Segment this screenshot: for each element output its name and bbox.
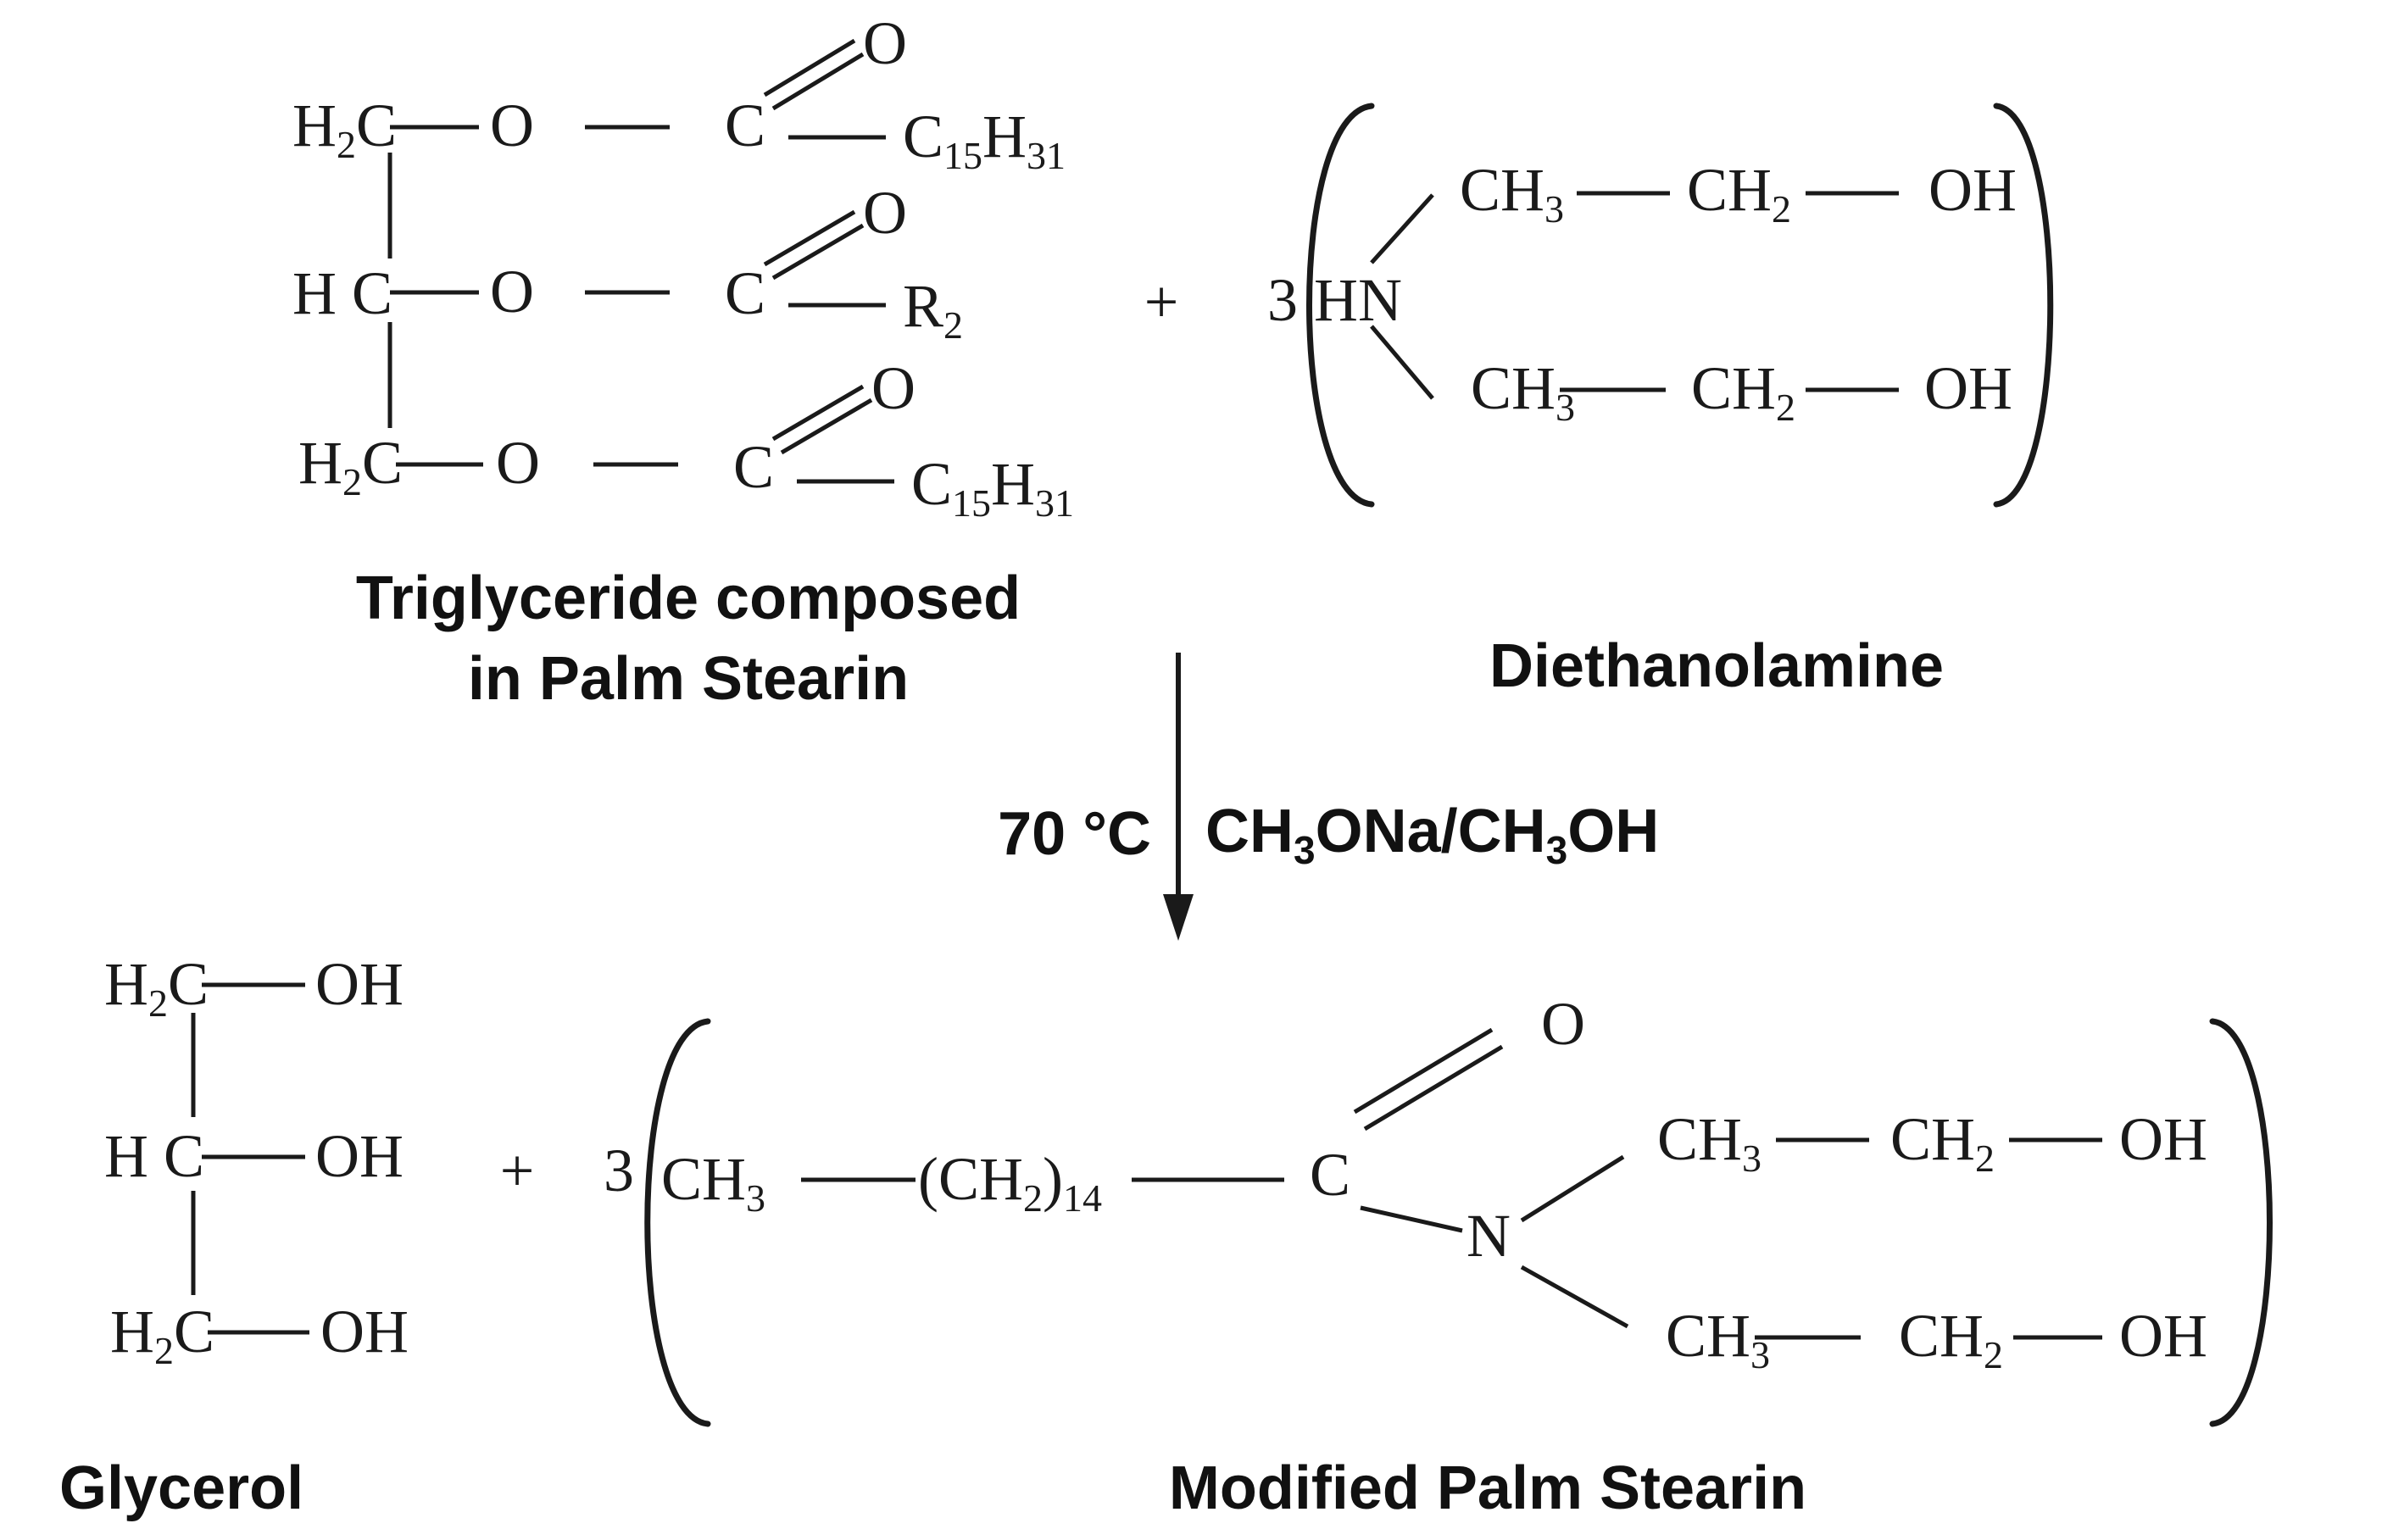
triglyceride-label-line2: in Palm Stearin	[468, 645, 909, 713]
tg-row3-oxygen: O	[496, 429, 540, 497]
tg-row2-chain: R2	[903, 272, 963, 347]
tg-row3-chain: C15H31	[911, 450, 1074, 525]
mps-top-oh: OH	[2119, 1105, 2207, 1173]
gly-row2-oh: OH	[315, 1122, 403, 1190]
dea-left-bracket	[1306, 103, 1375, 508]
dea-bottom-ch2: CH2	[1691, 354, 1795, 429]
tg-row1-carbonyl-o: O	[863, 9, 907, 77]
reaction-temperature: 70 °C	[998, 800, 1151, 868]
tg-row3-carbonyl-c: C	[733, 433, 774, 501]
dea-coefficient: 3	[1267, 266, 1298, 334]
triglyceride-structure: H2C O C O C15H31 H C O C O R2 H2C O C O …	[292, 9, 1074, 525]
dea-top-ch2: CH2	[1687, 156, 1791, 231]
reaction-reagent: CH3ONa/CH3OH	[1205, 798, 1659, 872]
mps-right-bracket	[2209, 1018, 2273, 1427]
tg-row1-carbon: H2C	[292, 92, 397, 166]
gly-row1-carbon: H2C	[104, 950, 209, 1025]
gly-row2-carbon: H C	[104, 1122, 204, 1190]
dea-top-ch3: CH3	[1460, 156, 1564, 231]
mps-top-ch3: CH3	[1657, 1105, 1761, 1180]
gly-row1-oh: OH	[315, 950, 403, 1018]
gly-row3-oh: OH	[320, 1298, 409, 1365]
mps-coefficient: 3	[604, 1137, 634, 1204]
mps-nitrogen: N	[1466, 1202, 1511, 1270]
dea-right-bracket	[1993, 103, 2054, 508]
mps-carbonyl-o: O	[1541, 990, 1585, 1058]
plus-sign-bottom: +	[500, 1137, 535, 1204]
tg-row2-oxygen: O	[490, 258, 534, 325]
mps-bottom-oh: OH	[2119, 1302, 2207, 1370]
diethanolamine-label: Diethanolamine	[1489, 632, 1944, 700]
diethanolamine-structure: 3 HN CH3 CH2 OH CH3 CH2 OH	[1267, 103, 2054, 508]
mps-chain: (CH2)14	[918, 1145, 1102, 1220]
mps-carbonyl-c: C	[1310, 1141, 1350, 1209]
tg-row2-carbonyl-o: O	[863, 179, 907, 247]
glycerol-structure: H2C OH H C OH H2C OH	[104, 950, 409, 1372]
mps-bottom-ch2: CH2	[1899, 1302, 2003, 1376]
tg-row2-carbon: H C	[292, 259, 392, 327]
dea-top-oh: OH	[1928, 156, 2017, 224]
gly-row3-carbon: H2C	[110, 1298, 214, 1372]
dea-amine: HN	[1314, 266, 1402, 334]
tg-row2-carbonyl-c: C	[725, 259, 765, 327]
mps-bottom-ch3: CH3	[1666, 1302, 1770, 1376]
tg-row1-chain: C15H31	[903, 103, 1066, 177]
tg-row3-carbon: H2C	[298, 429, 403, 503]
mps-ch3: CH3	[661, 1145, 765, 1220]
dea-bottom-oh: OH	[1924, 354, 2012, 422]
tg-row3-carbonyl-o: O	[871, 354, 916, 422]
plus-sign-top: +	[1144, 268, 1179, 336]
tg-row1-oxygen: O	[490, 92, 534, 159]
mps-left-bracket	[644, 1018, 711, 1427]
triglyceride-label-line1: Triglyceride composed	[356, 564, 1021, 632]
reaction-arrow	[1163, 653, 1194, 941]
tg-row1-carbonyl-c: C	[725, 92, 765, 159]
modified-palm-stearin-label: Modified Palm Stearin	[1169, 1454, 1806, 1522]
mps-top-ch2: CH2	[1890, 1105, 1995, 1180]
glycerol-label: Glycerol	[59, 1454, 303, 1522]
dea-bottom-ch3: CH3	[1471, 354, 1575, 429]
modified-palm-stearin-structure: 3 CH3 (CH2)14 C O N CH3 CH2 OH CH3 CH2 O…	[604, 990, 2273, 1427]
